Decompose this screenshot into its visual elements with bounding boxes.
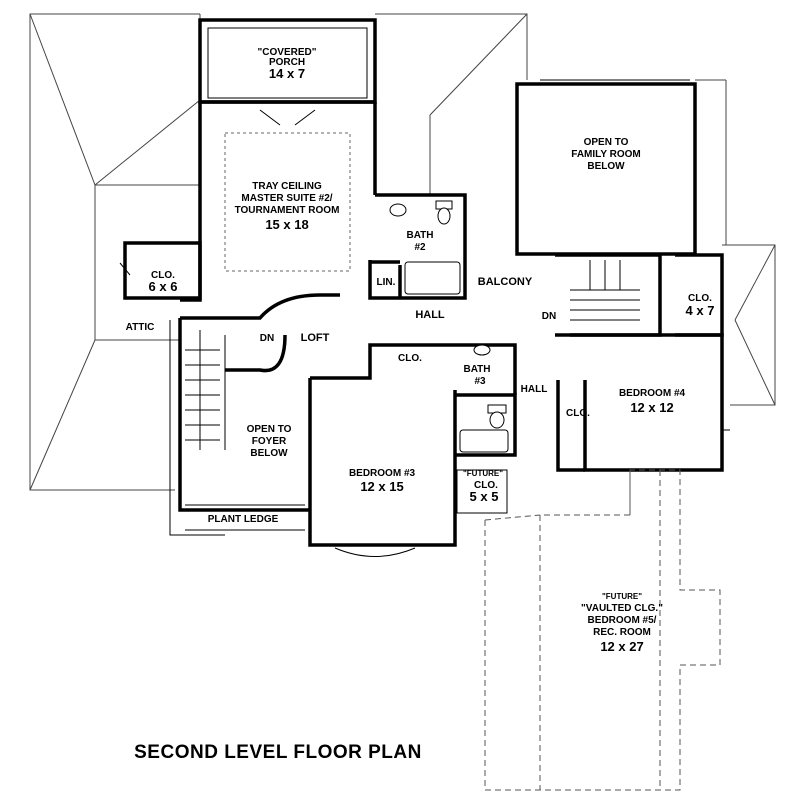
bedroom-4-walls [556,333,730,472]
sink [389,203,407,217]
hall-right-label: HALL [521,384,548,395]
porch-label-2: PORCH [269,57,305,68]
right-closet-size: 4 x 7 [686,303,715,318]
future-bedroom-5 [484,469,721,791]
mid-closet-label: CLO. [398,353,422,364]
bedroom5-label-2: "VAULTED CLG." [581,603,663,614]
future-closet-label-2: CLO. [474,480,498,491]
bedroom-3-walls [308,343,457,557]
foyer-open-label-3: BELOW [250,448,288,459]
bathtub [404,261,461,295]
foyer-open-label-2: FOYER [252,436,287,447]
dn-right-label: DN [542,311,556,322]
master-suite-walls [180,100,377,302]
attic-label: ATTIC [126,322,155,333]
family-open-label-3: BELOW [587,161,625,172]
porch-size: 14 x 7 [269,66,305,81]
labels: "COVERED" PORCH 14 x 7 TRAY CEILING MAST… [126,47,715,763]
right-stair [555,253,662,337]
bedroom5-size: 12 x 27 [600,639,643,654]
master-label-1: TRAY CEILING [252,181,322,192]
master-label-3: TOURNAMENT ROOM [235,205,340,216]
bedroom4-size: 12 x 12 [630,400,673,415]
master-size: 15 x 18 [265,217,308,232]
sink [473,344,491,356]
bedroom5-label-1: "FUTURE" [602,592,642,601]
right-closet-label: CLO. [688,293,712,304]
bath3-label-1: BATH [463,364,490,375]
future-closet-label-1: "FUTURE" [463,469,503,478]
balcony-label: BALCONY [478,276,533,288]
future-closet-size: 5 x 5 [470,489,499,504]
left-closet-label: CLO. [151,270,175,281]
bath2-label-2: #2 [414,242,426,253]
lin-label: LIN. [377,277,396,288]
bedroom3-size: 12 x 15 [360,479,403,494]
roof-outline [29,13,776,491]
foyer-open-label-1: OPEN TO [247,424,292,435]
left-closet-size: 6 x 6 [149,279,178,294]
master-label-2: MASTER SUITE #2/ [241,193,332,204]
bath2-label-1: BATH [406,230,433,241]
plant-ledge-label: PLANT LEDGE [208,514,279,525]
plan-title: SECOND LEVEL FLOOR PLAN [134,742,422,763]
plant-ledge [169,320,305,536]
bath-2-walls [368,193,467,300]
bedroom3-label: BEDROOM #3 [349,468,416,479]
bath3-label-2: #3 [474,376,486,387]
bedroom5-label-3: BEDROOM #5/ [588,615,657,626]
porch-label-1: "COVERED" [258,47,317,58]
family-open-label-1: OPEN TO [584,137,629,148]
left-closet [119,241,202,300]
loft-label: LOFT [301,332,330,344]
dn-left-label: DN [260,333,274,344]
bath-3-walls [455,343,517,457]
bedroom5-label-4: REC. ROOM [593,627,651,638]
hall-top-label: HALL [415,309,445,321]
loft-hall-walls [178,293,340,512]
future-closet [456,469,508,514]
bedroom4-closet-label: CLO. [566,408,590,419]
bedroom4-label: BEDROOM #4 [619,388,686,399]
family-open-label-2: FAMILY ROOM [571,149,640,160]
bathtub [459,429,509,453]
